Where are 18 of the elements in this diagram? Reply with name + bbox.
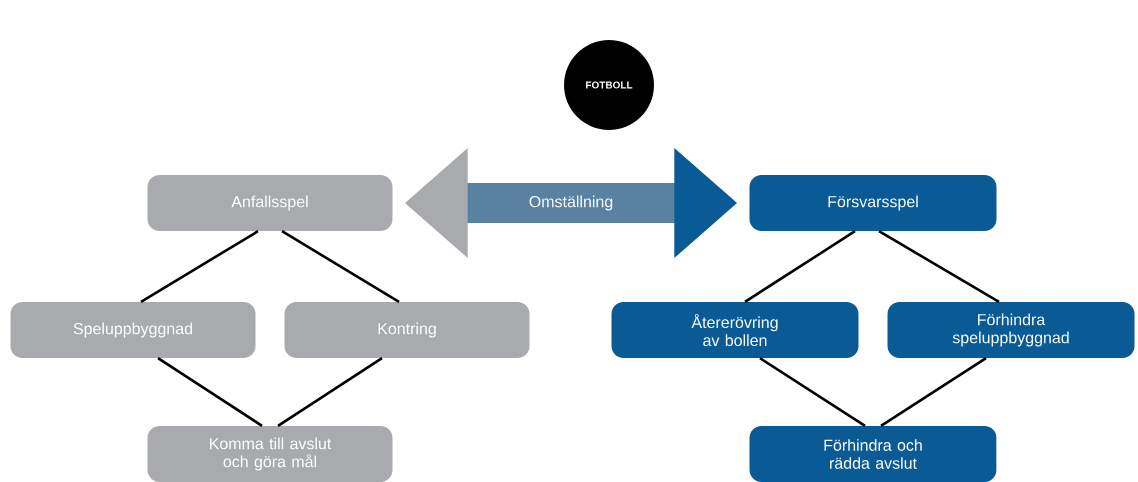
process-box: Anfallsspel [147,175,393,231]
circle-badge: FOTBOLL [564,40,654,130]
connector-line [277,357,383,427]
process-box: Speluppbyggnad [10,302,256,358]
process-box: Försvarsspel [749,175,997,231]
connector-line [281,230,400,303]
process-box: Kontring [284,302,530,358]
connector-line [759,357,866,427]
edge-label: Omställning [529,195,613,211]
connector-line [140,230,259,303]
process-box: Förhindra och rädda avslut [749,426,997,482]
connector-line [880,357,987,427]
process-box: Förhindra speluppbyggnad [887,302,1135,358]
connector-line [744,230,856,303]
process-box: Återerövring av bollen [611,302,859,358]
connector-line [157,357,263,427]
process-box: Komma till avslut och göra mål [147,426,393,482]
connector-line [878,230,1000,303]
